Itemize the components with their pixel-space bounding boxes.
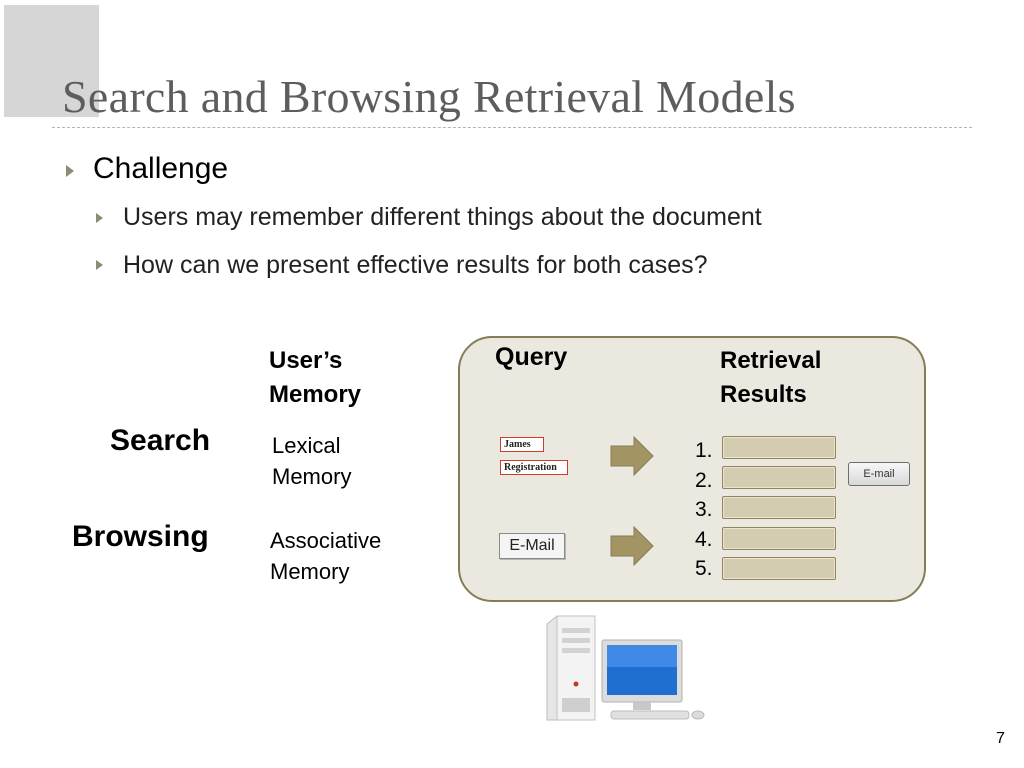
result-number: 5. <box>695 557 713 580</box>
bullet-challenge: Challenge <box>93 152 229 185</box>
result-number: 2. <box>695 468 713 492</box>
title-divider <box>52 127 972 128</box>
memory-lexical-line2: Memory <box>272 464 352 489</box>
query-tag-james: James <box>500 437 544 452</box>
right-arrow-icon <box>610 526 654 566</box>
result-bar-4 <box>722 527 836 550</box>
result-bar-3 <box>722 496 836 519</box>
sub-bullet-1: Users may remember different things abou… <box>123 203 762 231</box>
result-number: 1. <box>695 439 713 462</box>
bullet-arrow-icon <box>66 165 74 177</box>
slide-title: Search and Browsing Retrieval Models <box>62 71 796 122</box>
result-bar-5 <box>722 557 836 580</box>
bullet-arrow-icon <box>96 213 103 223</box>
result-numbers: 1. 2. 3. 4. 5. <box>695 436 713 584</box>
row-label-search: Search <box>110 424 211 457</box>
bullet-arrow-icon <box>96 260 103 270</box>
memory-lexical: Lexical Memory <box>272 430 351 492</box>
sub-bullet-2: How can we present effective results for… <box>123 251 708 279</box>
result-bar-2 <box>722 466 836 489</box>
memory-associative: Associative Memory <box>270 525 381 587</box>
memory-lexical-line1: Lexical <box>272 433 341 458</box>
right-arrow-icon <box>610 436 654 476</box>
result-number: 3. <box>695 498 713 521</box>
desktop-computer-icon <box>546 615 705 721</box>
retrieval-results-line1: Retrieval <box>720 347 822 374</box>
memory-associative-line1: Associative <box>270 528 382 553</box>
users-memory-header-line2: Memory <box>269 381 362 408</box>
users-memory-header: User’s Memory <box>269 344 361 412</box>
result-number: 4. <box>695 527 713 551</box>
memory-associative-line2: Memory <box>270 559 350 584</box>
query-header: Query <box>495 343 568 371</box>
retrieval-results-line2: Results <box>720 381 807 408</box>
row-label-browsing: Browsing <box>72 520 209 553</box>
query-tag-registration: Registration <box>500 460 568 475</box>
page-number: 7 <box>996 730 1005 747</box>
result-bar-1 <box>722 436 836 459</box>
browse-query-email: E-Mail <box>499 533 565 559</box>
corner-decoration-image <box>4 5 99 117</box>
users-memory-header-line1: User’s <box>269 347 343 374</box>
email-chip: E-mail <box>848 462 910 486</box>
retrieval-results-header: Retrieval Results <box>720 344 821 412</box>
